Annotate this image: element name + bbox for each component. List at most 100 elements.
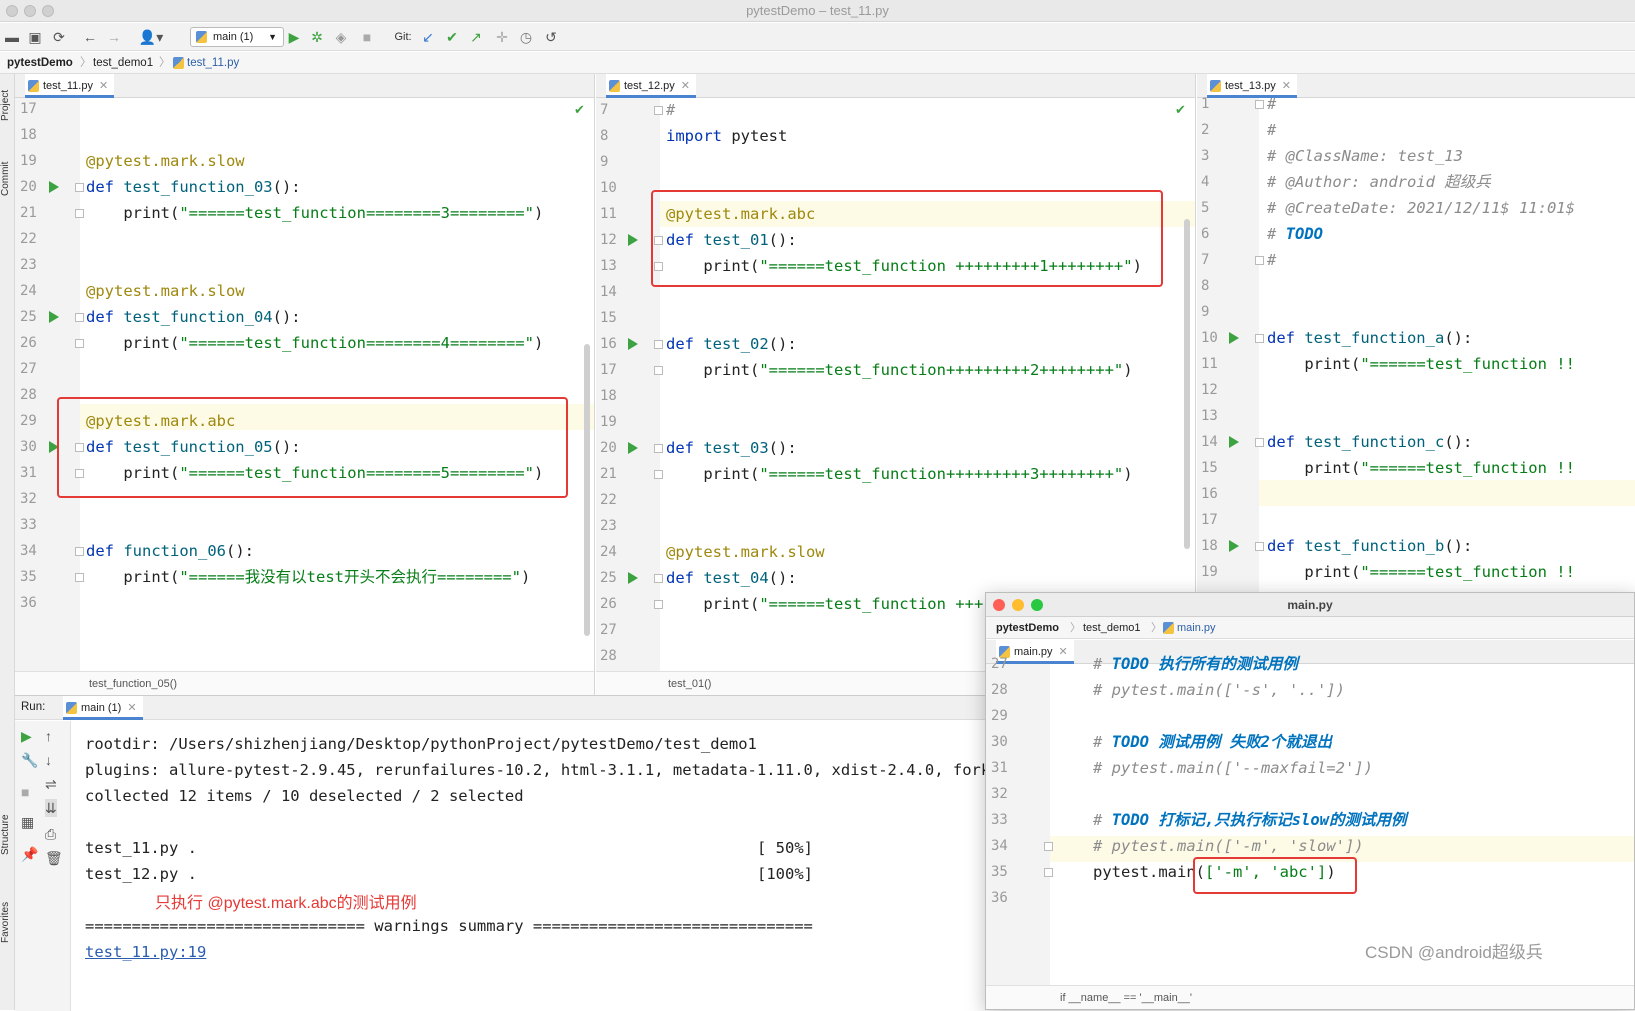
tab-test-11[interactable]: test_11.py✕	[25, 74, 115, 98]
forward-icon[interactable]: →	[107, 29, 121, 45]
run-test-icon[interactable]	[49, 311, 59, 323]
vertical-scrollbar[interactable]	[584, 344, 590, 636]
line-number-gutter	[15, 98, 80, 695]
run-test-icon[interactable]	[49, 181, 59, 193]
print-icon[interactable]: ⎙	[45, 826, 57, 842]
breadcrumb-file[interactable]: main.py	[1177, 622, 1216, 634]
project-tool-tab[interactable]: Project	[0, 89, 11, 121]
breadcrumb-folder[interactable]: test_demo1	[1083, 622, 1141, 634]
commit-tool-tab[interactable]: Commit	[0, 161, 11, 197]
tab-test-13[interactable]: test_13.py✕	[1207, 74, 1297, 98]
git-update-icon[interactable]: ↙	[422, 29, 434, 45]
git-commit-icon[interactable]: ✔	[446, 29, 458, 45]
fold-marker-icon[interactable]	[654, 236, 663, 245]
minimize-window-button[interactable]	[1012, 599, 1024, 611]
run-tab-main[interactable]: main (1)✕	[63, 696, 143, 720]
comment: #	[1093, 655, 1112, 673]
stop-icon[interactable]: ■	[21, 784, 30, 800]
close-icon[interactable]: ✕	[1281, 80, 1291, 92]
breadcrumb-file[interactable]: test_11.py	[187, 57, 240, 69]
fold-marker-icon[interactable]	[75, 469, 84, 478]
close-icon[interactable]: ✕	[680, 80, 690, 92]
trash-icon[interactable]: 🗑	[45, 850, 63, 866]
run-test-icon[interactable]	[628, 234, 638, 246]
run-test-icon[interactable]	[628, 338, 638, 350]
soft-wrap-icon[interactable]: ⇌	[45, 776, 57, 792]
run-test-icon[interactable]	[1229, 332, 1239, 344]
history-icon[interactable]: ◷	[519, 29, 533, 45]
run-test-icon[interactable]	[628, 442, 638, 454]
run-test-icon[interactable]	[49, 441, 59, 453]
fold-marker-icon[interactable]	[1255, 100, 1264, 109]
scroll-to-end-icon[interactable]: ⇊	[45, 799, 57, 817]
run-test-icon[interactable]	[1229, 436, 1239, 448]
rollback-icon[interactable]: ↺	[545, 29, 557, 45]
tab-test-12[interactable]: test_12.py✕	[606, 74, 696, 98]
line-number: 25	[600, 570, 617, 586]
fold-marker-icon[interactable]	[75, 313, 84, 322]
fold-marker-icon[interactable]	[1255, 438, 1264, 447]
pin-icon[interactable]: 📌	[21, 846, 39, 862]
save-icon[interactable]: ▣	[28, 29, 42, 45]
line-number: 17	[1201, 512, 1218, 528]
breadcrumb-project[interactable]: pytestDemo	[996, 622, 1059, 634]
highlight-box-main-call	[1193, 857, 1357, 894]
sync-icon[interactable]: ⟳	[53, 29, 65, 45]
fold-marker-icon[interactable]	[75, 183, 84, 192]
fold-marker-icon[interactable]	[1255, 256, 1264, 265]
favorites-tool-tab[interactable]: Favorites	[0, 901, 11, 943]
fold-marker-icon[interactable]	[654, 470, 663, 479]
close-icon[interactable]: ✕	[127, 702, 137, 714]
fold-marker-icon[interactable]	[654, 574, 663, 583]
code-line: # pytest.main(['--maxfail=2'])	[1093, 755, 1373, 781]
fold-marker-icon[interactable]	[654, 106, 663, 115]
scroll-up-icon[interactable]: ↑	[45, 728, 52, 744]
tab-main[interactable]: main.py✕	[996, 640, 1074, 664]
structure-tool-tab[interactable]: Structure	[0, 814, 11, 856]
vertical-scrollbar[interactable]	[1184, 219, 1190, 549]
fold-marker-icon[interactable]	[75, 443, 84, 452]
breadcrumb-project[interactable]: pytestDemo	[7, 57, 73, 69]
open-folder-icon[interactable]: ▬	[5, 29, 19, 45]
minimize-window-button[interactable]	[24, 5, 36, 17]
fold-marker-icon[interactable]	[654, 262, 663, 271]
fold-marker-icon[interactable]	[654, 340, 663, 349]
close-icon[interactable]: ✕	[98, 80, 109, 92]
git-merge-icon[interactable]: ✛	[496, 29, 508, 45]
coverage-icon[interactable]: ◈	[335, 29, 347, 45]
breadcrumb-folder[interactable]: test_demo1	[93, 57, 154, 69]
fold-marker-icon[interactable]	[654, 366, 663, 375]
fold-marker-icon[interactable]	[654, 444, 663, 453]
rerun-icon[interactable]: ▶	[21, 728, 32, 744]
back-icon[interactable]: ←	[83, 29, 97, 45]
fold-marker-icon[interactable]	[1255, 334, 1264, 343]
fold-marker-icon[interactable]	[1044, 868, 1053, 877]
todo-marker: TODO	[1111, 811, 1149, 829]
comment: # @Author: android 超级兵	[1267, 173, 1491, 191]
run-test-icon[interactable]	[628, 572, 638, 584]
run-test-icon[interactable]	[1229, 540, 1239, 552]
fold-marker-icon[interactable]	[75, 339, 84, 348]
fold-marker-icon[interactable]	[75, 573, 84, 582]
close-window-button[interactable]	[993, 599, 1005, 611]
line-number: 27	[20, 361, 37, 377]
zoom-window-button[interactable]	[1031, 599, 1043, 611]
debug-icon[interactable]: ✲	[311, 29, 323, 45]
run-icon[interactable]: ▶	[288, 29, 300, 45]
run-configuration-select[interactable]: main (1) ▼	[190, 27, 284, 47]
git-push-icon[interactable]: ↗	[470, 29, 482, 45]
fold-marker-icon[interactable]	[75, 547, 84, 556]
zoom-window-button[interactable]	[42, 5, 54, 17]
fold-marker-icon[interactable]	[1044, 842, 1053, 851]
fold-marker-icon[interactable]	[654, 600, 663, 609]
scroll-down-icon[interactable]: ↓	[45, 752, 52, 768]
close-window-button[interactable]	[6, 5, 18, 17]
fold-marker-icon[interactable]	[75, 209, 84, 218]
stop-icon[interactable]: ■	[362, 29, 372, 45]
fold-marker-icon[interactable]	[1255, 542, 1264, 551]
user-icon[interactable]: 👤▾	[138, 29, 164, 45]
layout-icon[interactable]: ▦	[21, 814, 35, 830]
settings-wrench-icon[interactable]: 🔧	[21, 752, 39, 768]
close-icon[interactable]: ✕	[1058, 646, 1068, 658]
line-number: 4	[1201, 174, 1210, 190]
